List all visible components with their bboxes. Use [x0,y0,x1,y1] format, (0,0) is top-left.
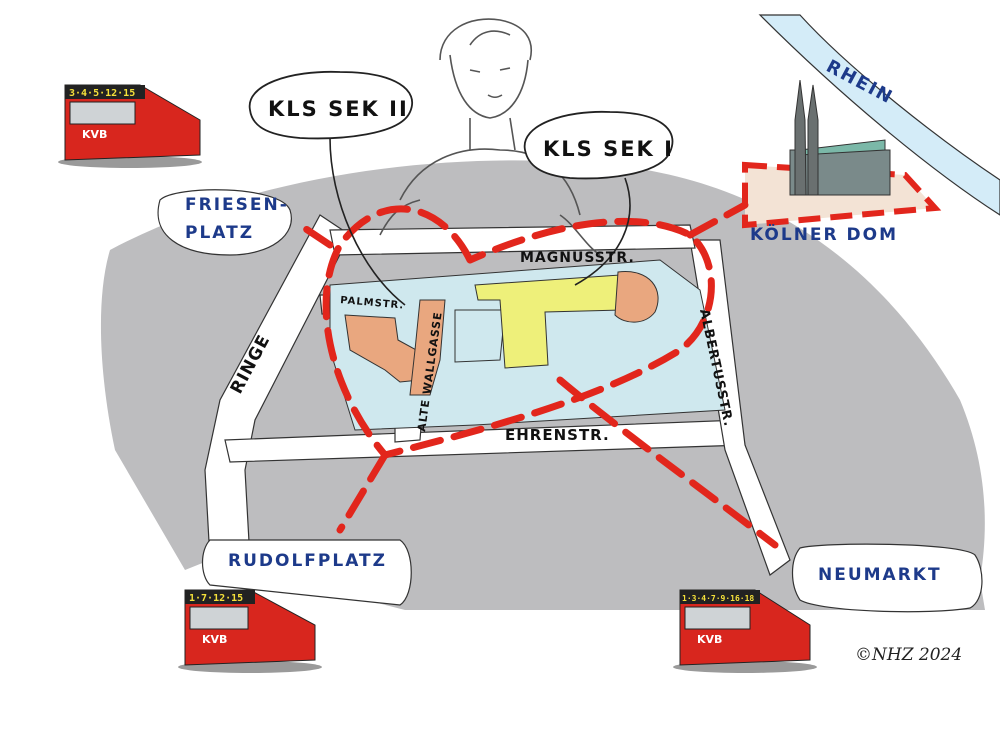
rhine-river [758,14,1000,216]
bubble-sek2-label: KLS SEK II [268,97,409,121]
tram-bottom-left-lines: 1·7·12·15 [189,593,243,604]
tram-top-left: 3·4·5·12·15 KVB [58,84,202,168]
street-label-magnusstr: MAGNUSSTR. [520,250,635,266]
route-loop [322,205,715,459]
place-friesenplatz: FRIESEN- PLATZ [157,189,292,256]
artist-credit: ©NHZ 2024 [855,645,962,665]
tram-top-left-lines: 3·4·5·12·15 [69,88,135,99]
koelner-dom-label: KÖLNER DOM [750,223,898,245]
neumarkt-label: NEUMARKT [818,565,942,585]
tram-top-left-logo: KVB [82,128,107,141]
dom-spire-right [807,84,819,196]
friesenplatz-label-line1: FRIESEN- [185,195,289,215]
route-to-dom [686,201,749,239]
building-sek2-wing [409,299,446,396]
route-to-friesenplatz [296,221,334,249]
street-albertusstr [689,239,791,576]
neumarkt-shape [791,543,983,613]
place-neumarkt: NEUMARKT [791,543,983,613]
rudolfplatz-shape [201,539,412,606]
dom-spire-left [794,79,807,196]
place-rudolfplatz: RUDOLFPLATZ [201,539,412,606]
buildings [344,271,659,396]
bubble-sek1-pointer [574,177,631,286]
route-to-neumarkt [556,376,779,549]
rudolfplatz-label: RUDOLFPLATZ [228,551,387,571]
building-sek1-round [614,271,659,323]
tram-bottom-right: 1·3·4·7·9·16·18 KVB [673,589,817,673]
walking-route [296,201,779,549]
bubble-sek2-pointer [329,137,406,306]
bubble-sek1-shape [523,110,674,180]
tram-bottom-left: 1·7·12·15 KVB [178,589,322,673]
bubble-sek1-label: KLS SEK I [543,137,674,161]
tram-bottom-right-logo: KVB [697,633,722,646]
bubble-sek2-shape [248,70,413,140]
street-label-ehrenstr: EHRENSTR. [505,426,610,444]
friesenplatz-label-line2: PLATZ [185,223,254,243]
portrait-figure [379,18,601,256]
friesenplatz-shape [157,189,292,256]
tram-bottom-left-logo: KVB [202,633,227,646]
koelner-dom-illustration [742,79,942,229]
tram-bottom-right-lines: 1·3·4·7·9·16·18 [682,594,754,603]
bubble-sek2: KLS SEK II [248,70,413,306]
route-to-rudolfplatz [336,451,389,534]
bubble-sek1: KLS SEK I [523,110,674,286]
building-outline-middle [454,309,506,363]
